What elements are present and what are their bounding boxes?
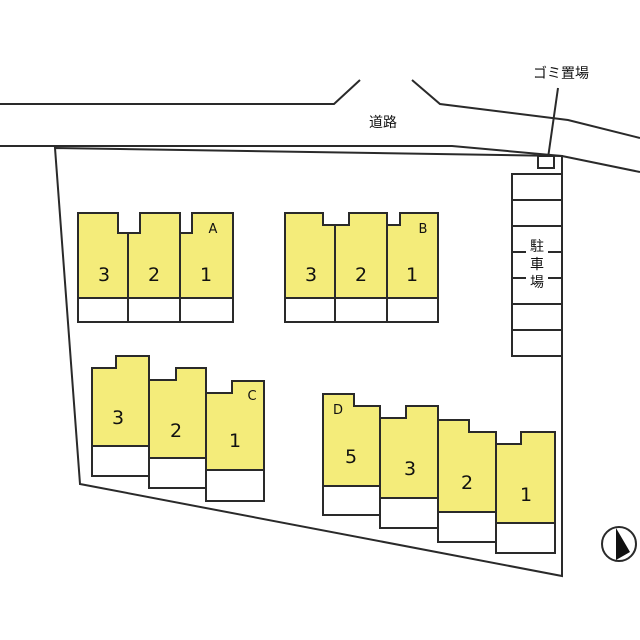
parking-label-char: 駐 bbox=[530, 239, 544, 255]
road-lower-edge bbox=[0, 145, 640, 173]
building-letter: C bbox=[247, 389, 256, 404]
unit-number: 2 bbox=[170, 420, 182, 442]
unit-number: 3 bbox=[112, 407, 124, 429]
unit-number: 2 bbox=[355, 264, 367, 286]
unit-a2-yard bbox=[127, 297, 181, 323]
building-letter: D bbox=[333, 403, 343, 418]
parking-label-char: 車 bbox=[530, 256, 544, 273]
unit-b3-yard bbox=[284, 297, 336, 323]
unit-d2 bbox=[437, 419, 497, 513]
unit-b2-yard bbox=[334, 297, 388, 323]
building-d: 5 3 2 1 D bbox=[322, 393, 556, 554]
road-upper-edge-left bbox=[0, 79, 361, 105]
unit-number: 1 bbox=[520, 484, 532, 506]
unit-number: 2 bbox=[461, 472, 473, 494]
unit-number: 2 bbox=[148, 264, 160, 286]
unit-number: 1 bbox=[200, 264, 212, 286]
building-a: 3 2 1 A bbox=[77, 212, 234, 323]
unit-number: 5 bbox=[345, 446, 357, 468]
north-arrow-icon bbox=[601, 526, 637, 562]
unit-d5 bbox=[322, 393, 381, 487]
unit-number: 1 bbox=[406, 264, 418, 286]
unit-d1-yard bbox=[495, 522, 556, 554]
unit-number: 1 bbox=[229, 430, 241, 452]
parking-label-bg bbox=[526, 236, 548, 292]
unit-number: 3 bbox=[404, 458, 416, 480]
lot-boundary bbox=[53, 146, 563, 578]
building-c: 3 2 1 C bbox=[91, 355, 265, 502]
unit-c2 bbox=[148, 367, 207, 459]
building-b: 3 2 1 B bbox=[284, 212, 439, 323]
unit-c1-yard bbox=[205, 469, 265, 502]
parking-area: 駐 車 場 bbox=[511, 173, 563, 357]
unit-c3-yard bbox=[91, 445, 150, 477]
unit-d5-yard bbox=[322, 485, 381, 516]
unit-b1-yard bbox=[386, 297, 439, 323]
garbage-leader-line bbox=[547, 87, 559, 159]
unit-d3-yard bbox=[379, 497, 439, 529]
garbage-area bbox=[537, 155, 555, 169]
unit-d2-yard bbox=[437, 511, 497, 543]
building-letter: A bbox=[209, 222, 218, 237]
unit-c2-yard bbox=[148, 457, 207, 489]
unit-number: 3 bbox=[305, 264, 317, 286]
unit-d3 bbox=[379, 405, 439, 499]
road-label: 道路 bbox=[369, 115, 397, 131]
unit-a1-yard bbox=[179, 297, 234, 323]
building-letter: B bbox=[419, 222, 428, 237]
parking-label-char: 場 bbox=[530, 275, 544, 291]
unit-c3 bbox=[91, 355, 150, 447]
road-upper-edge-right bbox=[411, 79, 640, 139]
garbage-label: ゴミ置場 bbox=[533, 65, 589, 82]
unit-d1 bbox=[495, 431, 556, 524]
unit-a3-yard bbox=[77, 297, 129, 323]
unit-number: 3 bbox=[98, 264, 110, 286]
